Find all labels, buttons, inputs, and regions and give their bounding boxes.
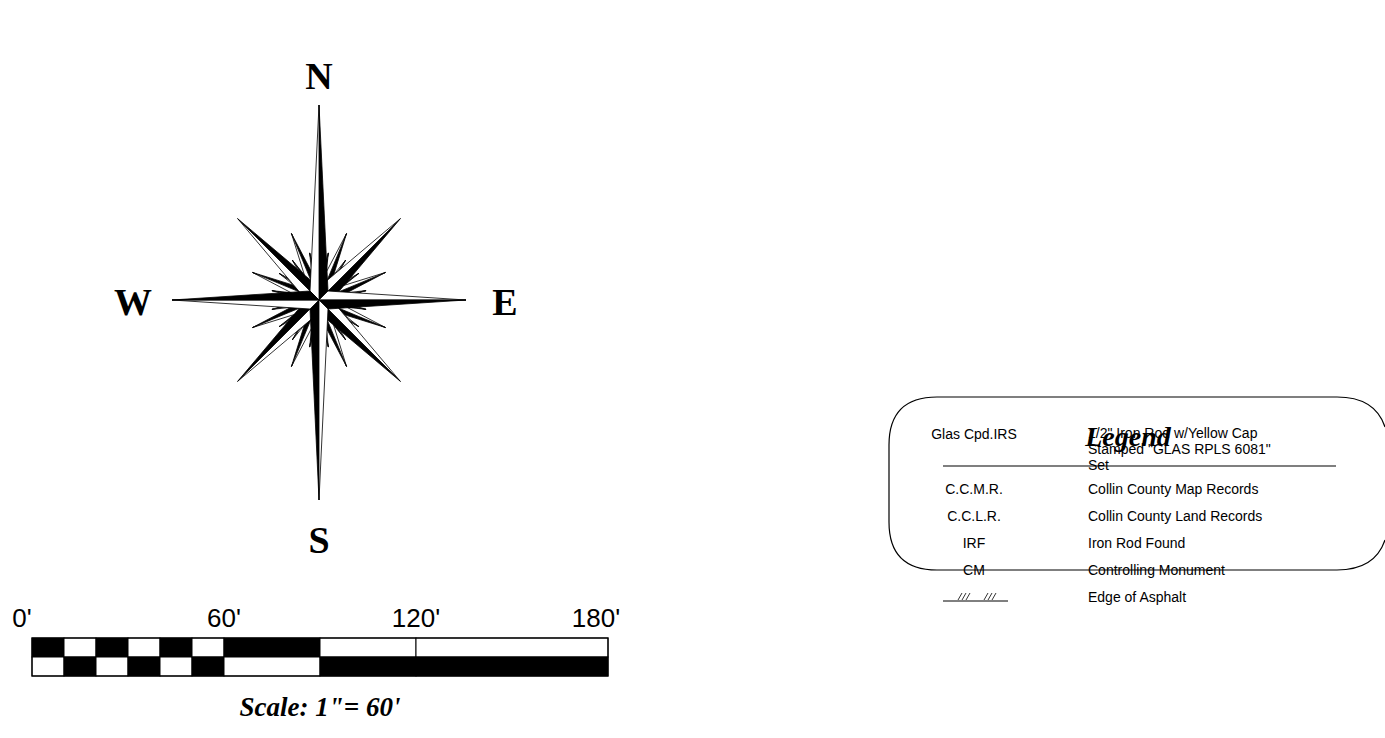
scale-cell (32, 638, 64, 657)
rose-point (172, 291, 319, 300)
compass-letter: E (492, 280, 517, 324)
scale-cell (32, 657, 64, 676)
asphalt-hatch (966, 593, 970, 600)
asphalt-line-sample (943, 601, 1008, 602)
asphalt-hatch (992, 593, 996, 600)
compass-letter: S (308, 518, 329, 562)
scale-number: 60' (207, 603, 241, 634)
scale-cell (160, 638, 192, 657)
scale-cell (320, 638, 416, 657)
rose-point (319, 219, 400, 300)
legend-abbreviation: C.C.L.R. (947, 508, 1001, 524)
asphalt-hatch (962, 593, 966, 600)
rose-point (172, 300, 319, 309)
rose-point (319, 300, 400, 381)
scale-cell (224, 657, 320, 676)
compass-rose (172, 105, 466, 500)
legend-description: Collin County Map Records (1088, 481, 1258, 497)
rose-point (310, 105, 319, 300)
asphalt-hatch (958, 593, 962, 600)
legend-description: 1/2" Iron Rod w/Yellow Cap Stamped "GLAS… (1088, 425, 1293, 473)
scale-frame (32, 638, 608, 676)
scale-cell (64, 657, 96, 676)
legend-samples (943, 593, 1008, 601)
scale-cell (128, 657, 160, 676)
scale-cell (160, 657, 192, 676)
scale-number: 180' (572, 603, 620, 634)
legend-description: Iron Rod Found (1088, 535, 1185, 551)
scale-cell (96, 638, 128, 657)
rose-point (319, 300, 400, 381)
legend-description: Edge of Asphalt (1088, 589, 1186, 605)
scale-number: 120' (392, 603, 440, 634)
scale-cell (128, 638, 160, 657)
legend-frame (889, 397, 1385, 570)
rose-point (238, 219, 319, 300)
scale-cell (224, 638, 320, 657)
rose-point (319, 105, 328, 300)
scale-number: 0' (12, 603, 31, 634)
rose-point (310, 300, 319, 500)
rose-point (319, 300, 466, 309)
rose-point (238, 300, 319, 381)
rose-point (319, 219, 400, 300)
legend-description: Controlling Monument (1088, 562, 1225, 578)
scale-bar (32, 638, 608, 676)
rose-point (238, 300, 319, 381)
scale-cell (96, 657, 128, 676)
scale-cell (416, 657, 608, 676)
scale-cell (192, 638, 224, 657)
legend-rule (943, 465, 1336, 466)
legend-description: Collin County Land Records (1088, 508, 1262, 524)
rose-point (319, 291, 466, 300)
asphalt-hatch (988, 593, 992, 600)
rose-point (319, 300, 328, 500)
legend-abbreviation: Glas Cpd.IRS (931, 426, 1017, 442)
scale-cell (192, 657, 224, 676)
rose-point (238, 219, 319, 300)
legend-abbreviation: IRF (963, 535, 986, 551)
rose-axis (172, 300, 466, 301)
legend-abbreviation: CM (963, 562, 985, 578)
legend-abbreviation: C.C.M.R. (945, 481, 1003, 497)
scale-caption: Scale: 1"= 60' (240, 692, 401, 723)
scale-cell (64, 638, 96, 657)
asphalt-hatch (984, 593, 988, 600)
scale-cell (416, 638, 608, 657)
scale-cell (320, 657, 416, 676)
compass-letter: N (305, 54, 332, 98)
compass-letter: W (114, 280, 152, 324)
